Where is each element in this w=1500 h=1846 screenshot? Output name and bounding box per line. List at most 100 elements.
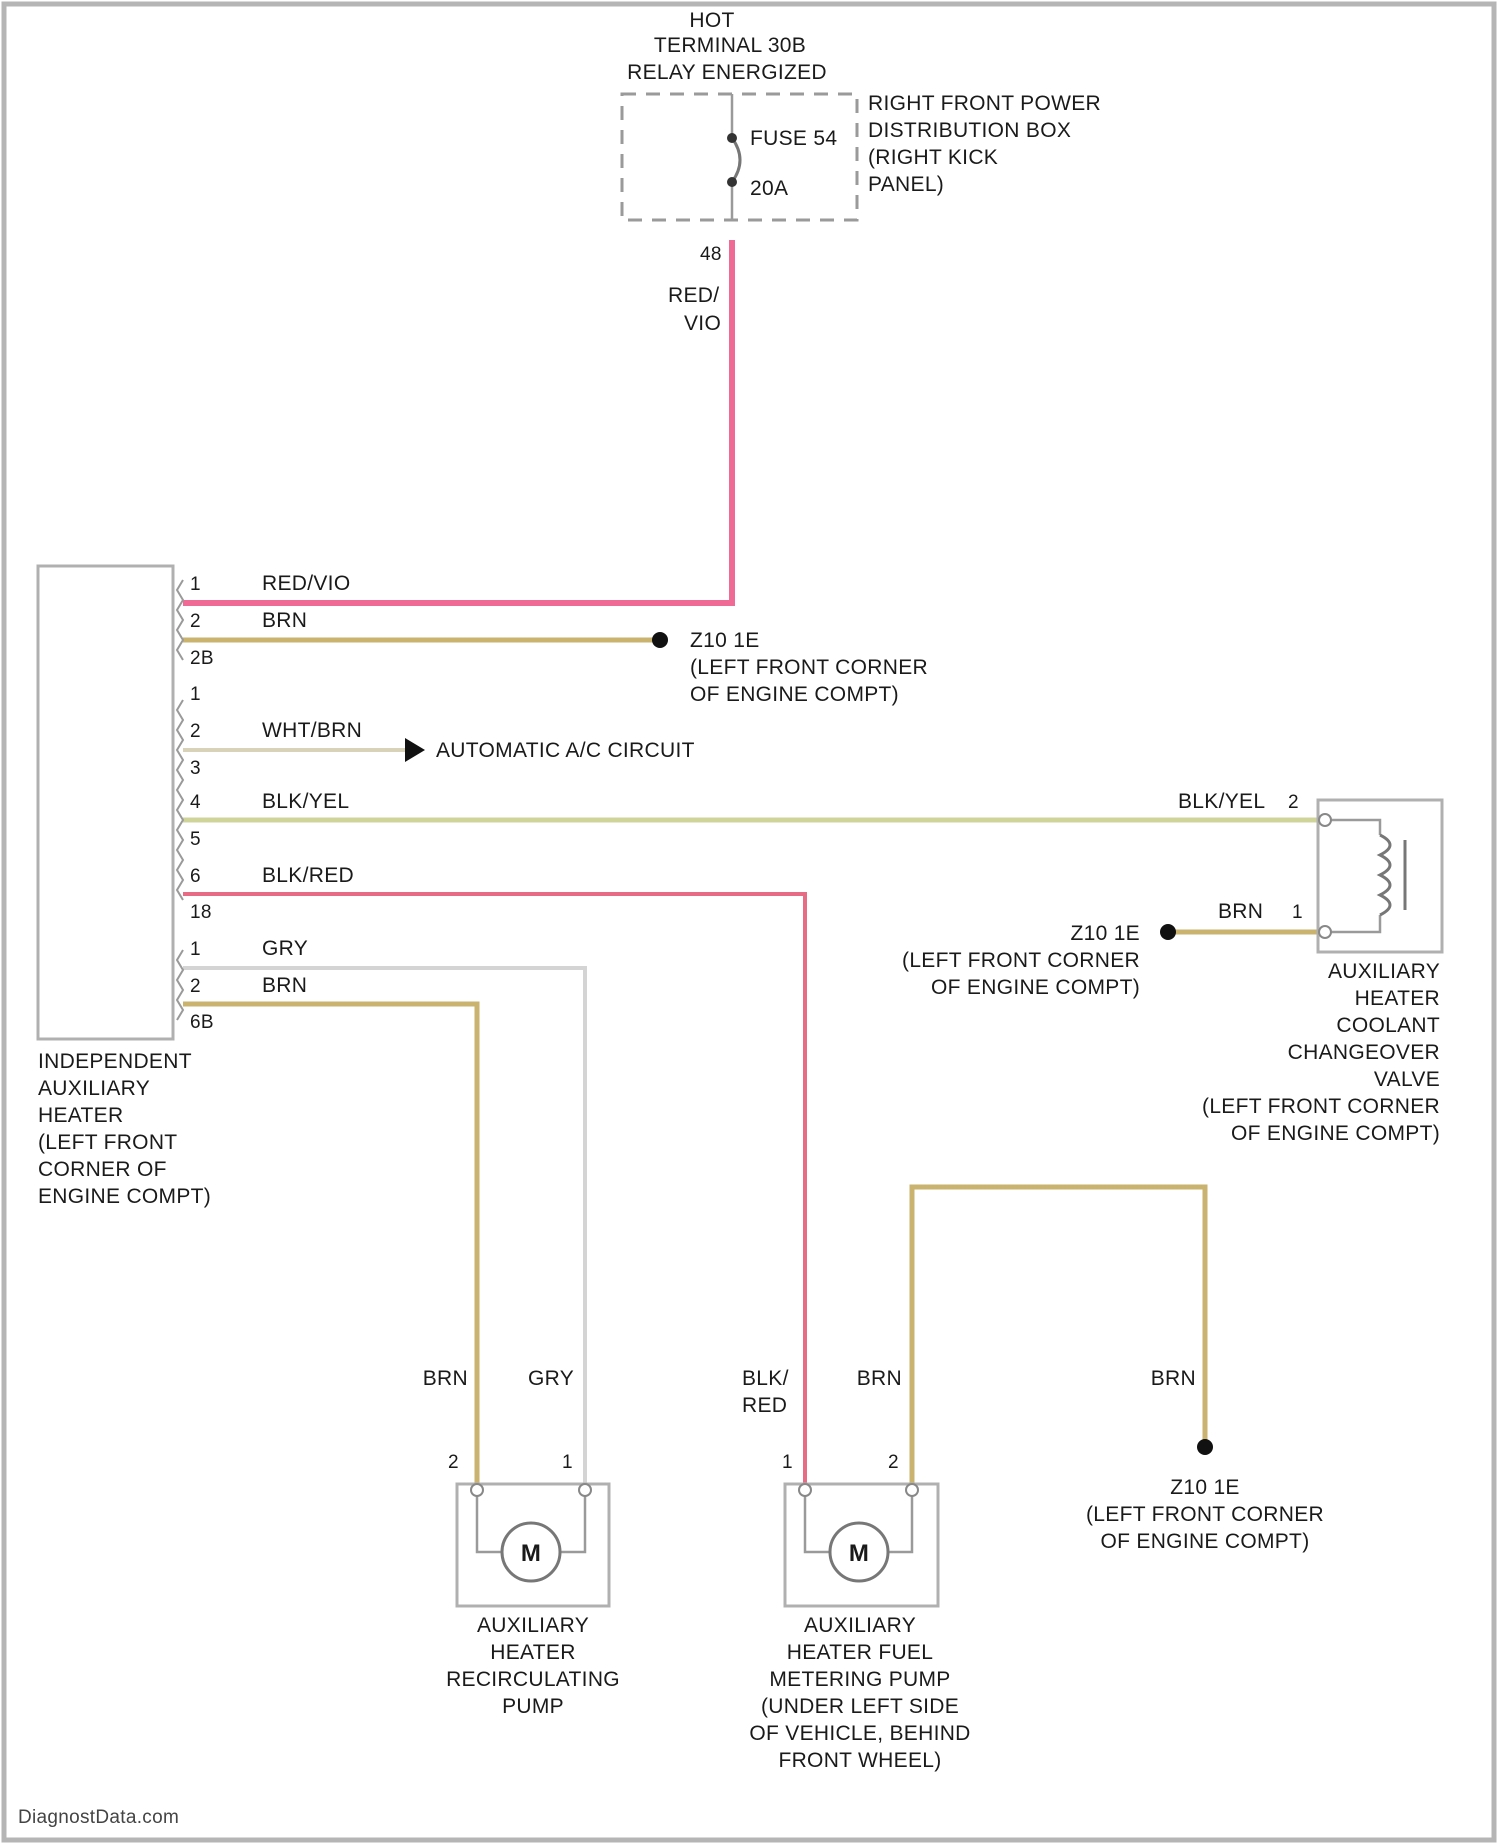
valve-label-line2: HEATER [1355,987,1440,1010]
connector2-pin-3: 3 [190,758,201,779]
recirc-wire-right-label: GRY [528,1367,574,1390]
ground-1-id: Z10 1E [690,629,760,652]
connector1-pin-1: 1 [190,574,201,595]
connector2-pin-5: 5 [190,829,201,850]
wire-gry [183,968,585,1490]
label-brn-2: BRN [262,974,307,997]
relay-label: RELAY ENERGIZED [627,61,827,84]
fuel-motor-symbol: M [849,1540,869,1567]
valve-label-line5: VALVE [1374,1068,1440,1091]
heater-label-line6: ENGINE COMPT) [38,1185,211,1208]
ground-2-id: Z10 1E [1070,922,1140,945]
wire-red-vio [183,240,732,603]
heater-pin-labels: 1 2 2B 1 2 3 4 5 6 18 1 2 6B [190,574,214,1033]
connector1-pin-2b: 2B [190,648,214,669]
recirc-motor-symbol: M [521,1540,541,1567]
valve-label-line3: COOLANT [1336,1014,1440,1037]
label-red-vio: RED/VIO [262,572,350,595]
wire-color-labels: RED/VIO BRN WHT/BRN BLK/YEL BLK/RED GRY … [262,572,362,997]
hot-label: HOT [689,9,734,32]
fuel-wire-right-label: BRN [857,1367,902,1390]
recirc-pin-left: 2 [448,1452,459,1473]
distribution-box-line4: PANEL) [868,173,944,196]
valve-label-line4: CHANGEOVER [1288,1041,1440,1064]
heater-label-line4: (LEFT FRONT [38,1131,177,1154]
wire-brn-recirc [183,1004,477,1490]
ac-circuit-label: AUTOMATIC A/C CIRCUIT [436,739,695,762]
fuel-label-line1: AUXILIARY [804,1614,916,1637]
arrow-right-icon [405,738,425,762]
heater-label-line3: HEATER [38,1104,123,1127]
fuel-label-line4: (UNDER LEFT SIDE [761,1695,959,1718]
coolant-changeover-valve: BLK/YEL 2 BRN 1 AUXILIARY HEATER COOLANT… [1178,790,1442,1145]
recirc-label-line4: PUMP [502,1695,564,1718]
valve-label-line1: AUXILIARY [1328,960,1440,983]
fuse-name: FUSE 54 [750,127,837,150]
valve-pin-2: 2 [1288,792,1299,813]
label-gry: GRY [262,937,308,960]
valve-pin-1-terminal [1319,926,1331,938]
auxiliary-heater-fuel-metering-pump: BLK/ RED BRN 1 2 M AUXILIARY HEATER FUEL… [742,1367,971,1772]
valve-label-line6: (LEFT FRONT CORNER [1202,1095,1440,1118]
connector3-pin-1: 1 [190,939,201,960]
credit-watermark: DiagnostData.com [18,1807,179,1828]
recirc-pin-right: 1 [562,1452,573,1473]
fuel-label-line5: OF VEHICLE, BEHIND [749,1722,970,1745]
ground-dot-2 [1160,924,1176,940]
fuel-pin-right: 2 [888,1452,899,1473]
recirc-label-line1: AUXILIARY [477,1614,589,1637]
fuse-terminal-bottom [727,177,737,187]
connector2-pin-2: 2 [190,721,201,742]
heater-box [38,566,173,1039]
wire-brn-fuel-ground [912,1187,1205,1490]
connector-brackets [177,580,183,1020]
ground-3-wire-label: BRN [1151,1367,1196,1390]
connector2-pin-18: 18 [190,902,212,923]
recirc-wire-left-label: BRN [423,1367,468,1390]
diagram-frame [4,4,1494,1840]
wires [183,240,1325,1490]
fuse-symbol [732,138,740,182]
recirc-label-line3: RECIRCULATING [446,1668,620,1691]
ground-3-line2: OF ENGINE COMPT) [1101,1530,1310,1553]
terminal-label: TERMINAL 30B [654,34,806,57]
fuse-rating: 20A [750,177,788,200]
connector3-pin-6b: 6B [190,1012,214,1033]
power-source: HOT TERMINAL 30B RELAY ENERGIZED FUSE 54… [622,9,1101,335]
distribution-box-line1: RIGHT FRONT POWER [868,92,1101,115]
heater-label-line5: CORNER OF [38,1158,167,1181]
connector2-pin-6: 6 [190,866,201,887]
ground-2-line2: OF ENGINE COMPT) [931,976,1140,999]
fuel-label-line3: METERING PUMP [769,1668,950,1691]
fuel-wire-left-label-1: BLK/ [742,1367,789,1390]
fuel-label-line6: FRONT WHEEL) [778,1749,941,1772]
ground-z10-2: Z10 1E (LEFT FRONT CORNER OF ENGINE COMP… [902,922,1176,999]
ground-dot-1 [652,632,668,648]
valve-ground-wire-label: BRN [1218,900,1263,923]
independent-auxiliary-heater: 1 2 2B 1 2 3 4 5 6 18 1 2 6B INDEPENDENT… [38,566,214,1208]
label-blk-red: BLK/RED [262,864,354,887]
heater-label-line1: INDEPENDENT [38,1050,192,1073]
label-wht-brn: WHT/BRN [262,719,362,742]
connector1-pin-2: 2 [190,611,201,632]
connector2-pin-4: 4 [190,792,201,813]
ac-circuit-reference: AUTOMATIC A/C CIRCUIT [405,738,695,762]
valve-pin-2-terminal [1319,814,1331,826]
ground-z10-1: Z10 1E (LEFT FRONT CORNER OF ENGINE COMP… [652,629,928,706]
fuel-pin-left: 1 [782,1452,793,1473]
valve-label-line7: OF ENGINE COMPT) [1231,1122,1440,1145]
ground-dot-3 [1197,1439,1213,1455]
fuel-label-line2: HEATER FUEL [787,1641,933,1664]
connector3-pin-2: 2 [190,976,201,997]
fuel-wire-left-label-2: RED [742,1394,787,1417]
feed-wire-color-1: RED/ [668,284,719,307]
label-brn-1: BRN [262,609,307,632]
ground-3-id: Z10 1E [1170,1476,1240,1499]
feed-wire-color-2: VIO [684,312,721,335]
heater-label-line2: AUXILIARY [38,1077,150,1100]
recirc-label-line2: HEATER [490,1641,575,1664]
fuse-pin: 48 [700,244,722,265]
ground-1-line1: (LEFT FRONT CORNER [690,656,928,679]
distribution-box-line3: (RIGHT KICK [868,146,998,169]
